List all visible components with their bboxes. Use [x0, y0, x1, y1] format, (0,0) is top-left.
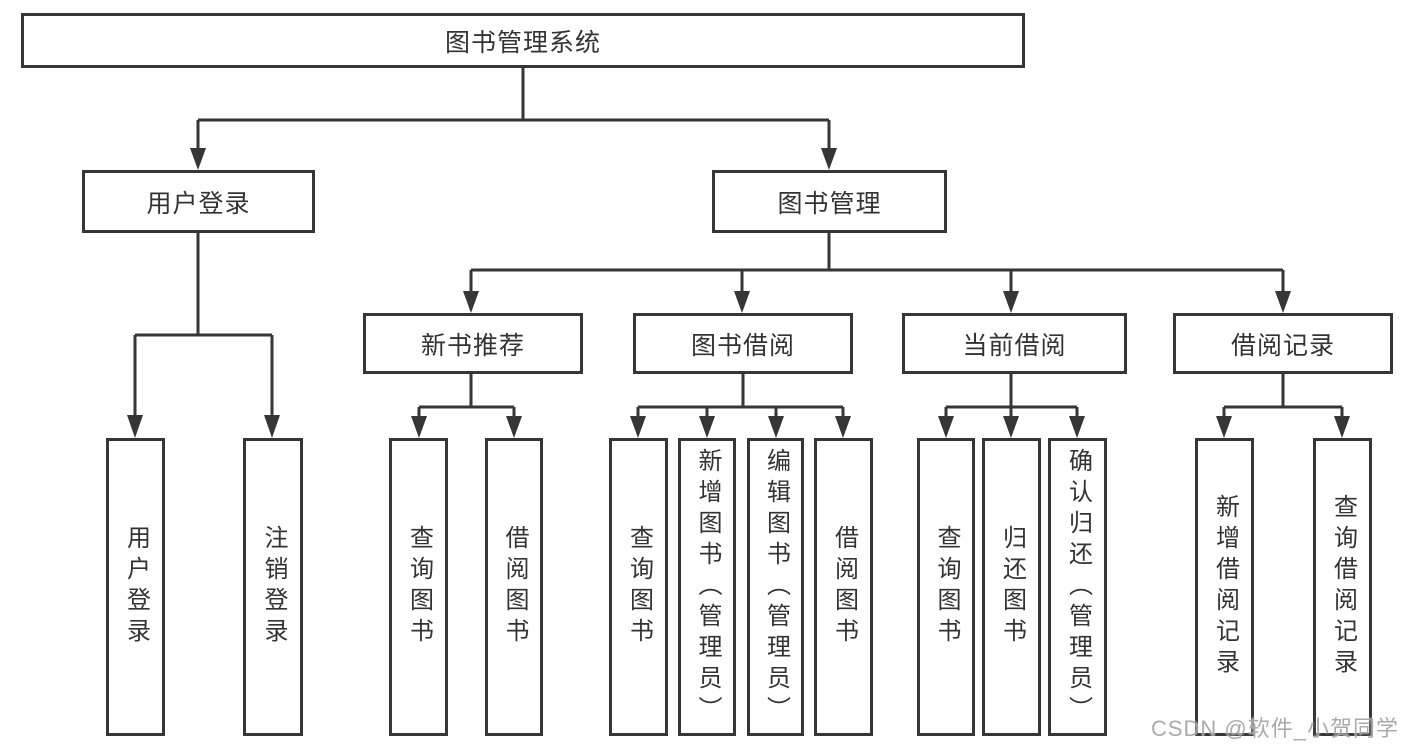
- leaf-query-books-borrowing: 查询图书: [609, 438, 668, 736]
- node-label: 查询借阅记录: [1329, 494, 1357, 680]
- node-label: 归还图书: [998, 525, 1026, 649]
- arrowhead-icon: [264, 415, 280, 438]
- connector-root-to-level2: [190, 68, 837, 170]
- arrowhead-icon: [821, 148, 837, 170]
- arrowhead-icon: [463, 291, 479, 313]
- node-new-book-recommend: 新书推荐: [363, 313, 583, 374]
- node-book-borrowing: 图书借阅: [633, 313, 853, 374]
- node-label: 借阅记录: [1230, 331, 1335, 360]
- node-library-management-system: 图书管理系统: [21, 13, 1025, 68]
- connector-borrowing-records-children: [1216, 374, 1350, 438]
- node-label: 图书管理: [777, 189, 882, 218]
- leaf-borrow-books-recommend: 借阅图书: [485, 438, 543, 736]
- leaf-query-books-current: 查询图书: [917, 438, 975, 736]
- node-label: 查询图书: [625, 525, 653, 649]
- arrowhead-icon: [1216, 416, 1232, 438]
- connector-current-borrowing-children: [938, 374, 1085, 438]
- connector-new-book-recommend-children: [411, 374, 522, 438]
- node-label: 新增图书（管理员）: [694, 447, 721, 727]
- leaf-edit-books-admin: 编辑图书（管理员）: [747, 438, 804, 736]
- arrowhead-icon: [1003, 416, 1019, 438]
- leaf-add-borrow-record: 新增借阅记录: [1195, 438, 1254, 736]
- node-label: 注销登录: [260, 525, 287, 649]
- csdn-watermark: CSDN @软件_小贺同学: [1150, 716, 1399, 741]
- node-label: 当前借阅: [962, 331, 1067, 360]
- connector-book-management-children: [463, 233, 1291, 313]
- leaf-borrow-books-borrowing: 借阅图书: [814, 438, 873, 736]
- node-label: 新增借阅记录: [1211, 494, 1239, 680]
- node-label: 用户登录: [122, 525, 150, 649]
- arrowhead-icon: [127, 415, 143, 438]
- leaf-query-books-recommend: 查询图书: [389, 438, 448, 736]
- leaf-return-books: 归还图书: [982, 438, 1041, 736]
- node-book-management: 图书管理: [712, 170, 947, 233]
- arrowhead-icon: [699, 416, 715, 438]
- connector-book-borrowing-children: [630, 374, 851, 438]
- arrowhead-icon: [1334, 416, 1350, 438]
- arrowhead-icon: [1275, 291, 1291, 313]
- node-label: 借阅图书: [830, 525, 858, 649]
- node-label: 图书管理系统: [444, 28, 601, 57]
- node-label: 图书借阅: [690, 331, 795, 360]
- leaf-query-borrow-record: 查询借阅记录: [1313, 438, 1372, 736]
- leaf-confirm-return-admin: 确认归还（管理员）: [1048, 438, 1107, 736]
- arrowhead-icon: [630, 416, 646, 438]
- node-current-borrowing: 当前借阅: [902, 313, 1127, 374]
- connector-user-login-children: [127, 233, 280, 438]
- node-borrowing-records: 借阅记录: [1173, 313, 1393, 374]
- arrowhead-icon: [506, 416, 522, 438]
- arrowhead-icon: [768, 416, 784, 438]
- arrowhead-icon: [734, 291, 750, 313]
- leaf-user-login: 用户登录: [106, 438, 165, 736]
- node-label: 新书推荐: [420, 331, 525, 360]
- arrowhead-icon: [1003, 291, 1019, 313]
- node-label: 用户登录: [146, 189, 251, 218]
- arrowhead-icon: [190, 148, 206, 170]
- arrowhead-icon: [411, 416, 427, 438]
- node-user-login: 用户登录: [82, 170, 315, 233]
- arrowhead-icon: [835, 416, 851, 438]
- node-label: 借阅图书: [501, 525, 528, 649]
- leaf-add-books-admin: 新增图书（管理员）: [678, 438, 736, 736]
- node-label: 查询图书: [405, 525, 433, 649]
- node-label: 确认归还（管理员）: [1064, 447, 1092, 727]
- arrowhead-icon: [1069, 416, 1085, 438]
- arrowhead-icon: [938, 416, 954, 438]
- node-label: 查询图书: [933, 525, 960, 649]
- node-label: 编辑图书（管理员）: [762, 447, 790, 727]
- leaf-logout: 注销登录: [243, 438, 303, 736]
